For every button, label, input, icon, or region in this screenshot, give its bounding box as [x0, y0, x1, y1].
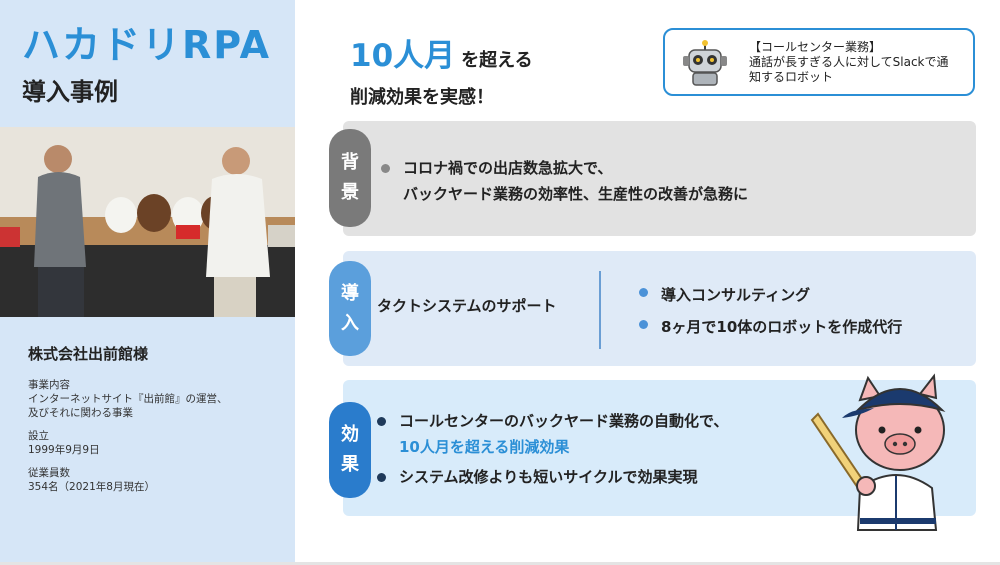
- tag-char: 背: [341, 152, 359, 173]
- divider: [599, 271, 601, 349]
- business-group: 事業内容 インターネットサイト『出前館』の運営、 及びそれに関わる事業: [28, 378, 288, 420]
- tag-char: 導: [341, 282, 359, 304]
- bullet-dot: [639, 320, 648, 329]
- section-tag-introduction: 導 入: [329, 261, 371, 356]
- introduction-bullets: 導入コンサルティング 8ヶ月で10体のロボットを作成代行: [639, 279, 902, 343]
- list-item: コロナ禍での出店数急拡大で、 バックヤード業務の効率性、生産性の改善が急務に: [381, 155, 748, 207]
- effect-bullets: コールセンターのバックヤード業務の自動化で、 10人月を超える削減効果 システム…: [377, 408, 728, 494]
- tag-char: 入: [341, 312, 359, 334]
- list-item: コールセンターのバックヤード業務の自動化で、 10人月を超える削減効果: [377, 408, 728, 460]
- callout-text: 【コールセンター業務】 通話が長すぎる人に対してSlackで通 知するロボット: [749, 40, 949, 84]
- tag-char: 果: [341, 454, 359, 475]
- founded-value: 1999年9月9日: [28, 444, 100, 456]
- background-bullets: コロナ禍での出店数急拡大で、 バックヤード業務の効率性、生産性の改善が急務に: [381, 155, 748, 207]
- section-tag-effect: 効 果: [329, 402, 371, 498]
- section-tag-background: 背 景: [329, 129, 371, 227]
- list-item: システム改修よりも短いサイクルで効果実現: [377, 464, 728, 490]
- case-study-title: 導入事例: [22, 78, 118, 106]
- company-name: 株式会社出前館様: [28, 345, 149, 363]
- robot-icon: [683, 40, 727, 86]
- employees-label: 従業員数: [28, 467, 70, 479]
- headline: 10人月を超える 削減効果を実感！: [350, 30, 533, 109]
- pig-mascot-illustration: [810, 373, 946, 531]
- section-introduction: 導 入 タクトシステムのサポート 導入コンサルティング 8ヶ月で10体のロボット…: [329, 251, 976, 366]
- bullet-dot: [377, 473, 386, 482]
- bullet-dot: [377, 417, 386, 426]
- employees-group: 従業員数 354名（2021年8月現在）: [28, 466, 288, 494]
- tag-char: 効: [341, 424, 359, 445]
- left-panel: ハカドリRPA 導入事例 株式会社出前館様: [0, 0, 295, 565]
- headline-big: 10人月: [350, 38, 456, 74]
- background-line1: コロナ禍での出店数急拡大で、: [403, 159, 613, 177]
- bullet-dot: [639, 288, 648, 297]
- effect-line2: システム改修よりも短いサイクルで効果実現: [399, 468, 698, 486]
- company-info: 株式会社出前館様 事業内容 インターネットサイト『出前館』の運営、 及びそれに関…: [28, 343, 288, 503]
- founded-group: 設立 1999年9月9日: [28, 429, 288, 457]
- headline-suffix: を超える: [461, 50, 533, 71]
- callout-box: 【コールセンター業務】 通話が長すぎる人に対してSlackで通 知するロボット: [663, 28, 975, 96]
- introduction-bullet: 8ヶ月で10体のロボットを作成代行: [661, 318, 903, 336]
- list-item: 8ヶ月で10体のロボットを作成代行: [639, 311, 902, 343]
- section-background: 背 景 コロナ禍での出店数急拡大で、 バックヤード業務の効率性、生産性の改善が急…: [329, 121, 976, 236]
- employees-value: 354名（2021年8月現在）: [28, 481, 155, 493]
- list-item: 導入コンサルティング: [639, 279, 902, 311]
- brand-logo: ハカドリRPA: [22, 23, 272, 67]
- introduction-bullet: 導入コンサルティング: [661, 286, 811, 304]
- founded-label: 設立: [28, 430, 49, 442]
- background-line2: バックヤード業務の効率性、生産性の改善が急務に: [403, 185, 749, 203]
- team-photo: [0, 127, 295, 317]
- effect-line1: コールセンターのバックヤード業務の自動化で、: [399, 412, 729, 430]
- headline-line2: 削減効果を実感！: [350, 87, 494, 108]
- bottom-border: [0, 562, 1000, 565]
- business-value: インターネットサイト『出前館』の運営、 及びそれに関わる事業: [28, 393, 228, 419]
- support-label: タクトシステムのサポート: [377, 297, 557, 315]
- bullet-dot: [381, 164, 390, 173]
- tag-char: 景: [341, 182, 359, 203]
- business-label: 事業内容: [28, 379, 70, 391]
- effect-highlight: 10人月を超える削減効果: [399, 438, 570, 456]
